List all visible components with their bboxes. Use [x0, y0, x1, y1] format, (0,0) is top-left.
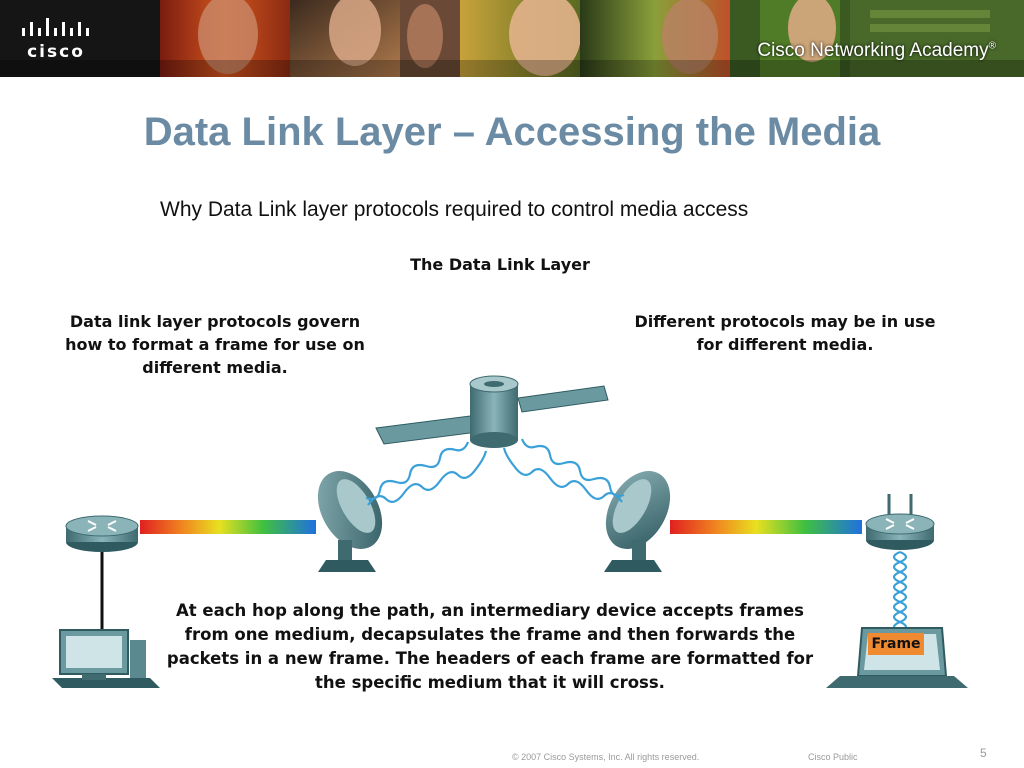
- desktop-computer-icon: [52, 629, 160, 688]
- left-note: Data link layer protocols govern how to …: [65, 312, 365, 377]
- cisco-bridge-icon: [22, 18, 89, 36]
- wired-media-link-left: [140, 520, 316, 534]
- satellite-dish-icon: [317, 471, 383, 572]
- satellite-icon: [375, 375, 609, 448]
- banner-photo-strip: [0, 0, 1024, 77]
- slide-title: Data Link Layer – Accessing the Media: [143, 110, 881, 154]
- footer-classification: Cisco Public: [808, 752, 858, 762]
- wireless-link-right: [502, 438, 625, 503]
- registered-mark: ®: [988, 40, 996, 52]
- router-icon: [65, 515, 139, 552]
- bottom-note: At each hop along the path, an intermedi…: [166, 601, 814, 692]
- header-banner: cisco Cisco Networking Academy®: [0, 0, 1024, 77]
- academy-name: Cisco Networking Academy®: [757, 40, 996, 62]
- wired-media-link-right: [670, 520, 862, 534]
- wireless-router-icon: [865, 494, 935, 550]
- wireless-coil: [892, 550, 908, 634]
- footer-copyright: © 2007 Cisco Systems, Inc. All rights re…: [512, 752, 700, 762]
- right-note: Different protocols may be in use for di…: [634, 312, 936, 354]
- frame-label: Frame: [868, 633, 924, 655]
- page-number: 5: [980, 746, 987, 760]
- cisco-logo: cisco: [14, 14, 98, 64]
- satellite-dish-icon: [604, 471, 671, 572]
- logo-text: cisco: [27, 42, 85, 62]
- slide-subtitle: Why Data Link layer protocols required t…: [160, 198, 749, 221]
- wireless-link-left: [365, 441, 488, 506]
- academy-text: Cisco Networking Academy: [757, 40, 989, 61]
- diagram-heading: The Data Link Layer: [410, 255, 590, 274]
